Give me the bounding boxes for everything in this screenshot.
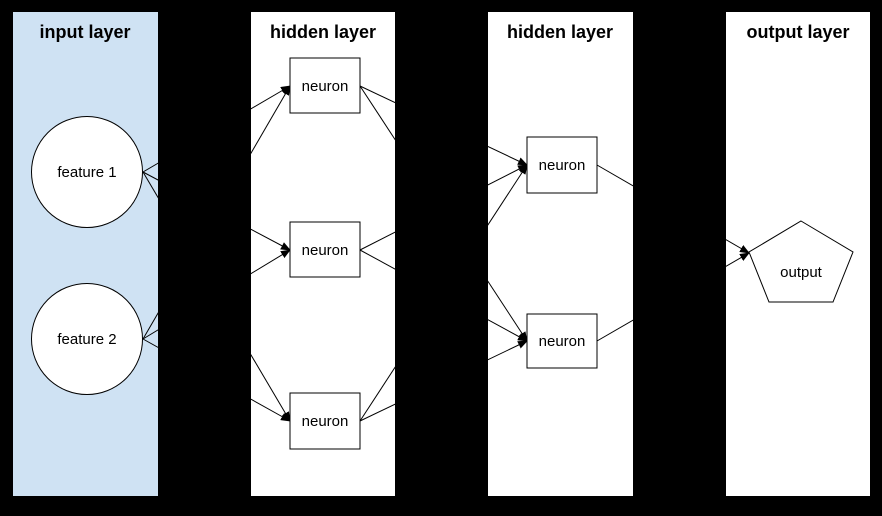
output-pentagon-node — [748, 220, 854, 303]
hidden1-neuron-3-node — [289, 392, 361, 450]
hidden1-neuron-2-node — [289, 221, 361, 278]
hidden1-neuron-2-label: neuron — [302, 242, 349, 259]
hidden2-neuron-2-node — [526, 313, 598, 369]
hidden-layer-2-panel — [488, 12, 633, 496]
output-label: output — [780, 264, 823, 281]
hidden1-neuron-3-label: neuron — [302, 413, 349, 430]
nodes-group — [31, 57, 854, 450]
hidden2-neuron-1-node — [526, 136, 598, 194]
feature-1-label: feature 1 — [57, 164, 116, 181]
hidden2-neuron-2-label: neuron — [539, 333, 586, 350]
input-layer-title: input layer — [39, 22, 130, 42]
feature-2-node — [31, 283, 143, 395]
output-layer-title: output layer — [746, 22, 849, 42]
hidden-layer-1-title: hidden layer — [270, 22, 376, 42]
hidden2-neuron-1-label: neuron — [539, 157, 586, 174]
input-layer-panel — [13, 12, 158, 496]
feature-1-node — [31, 116, 143, 228]
hidden1-neuron-1-node — [289, 57, 361, 114]
hidden1-neuron-1-label: neuron — [302, 78, 349, 95]
hidden-layer-2-title: hidden layer — [507, 22, 613, 42]
feature-2-label: feature 2 — [57, 331, 116, 348]
